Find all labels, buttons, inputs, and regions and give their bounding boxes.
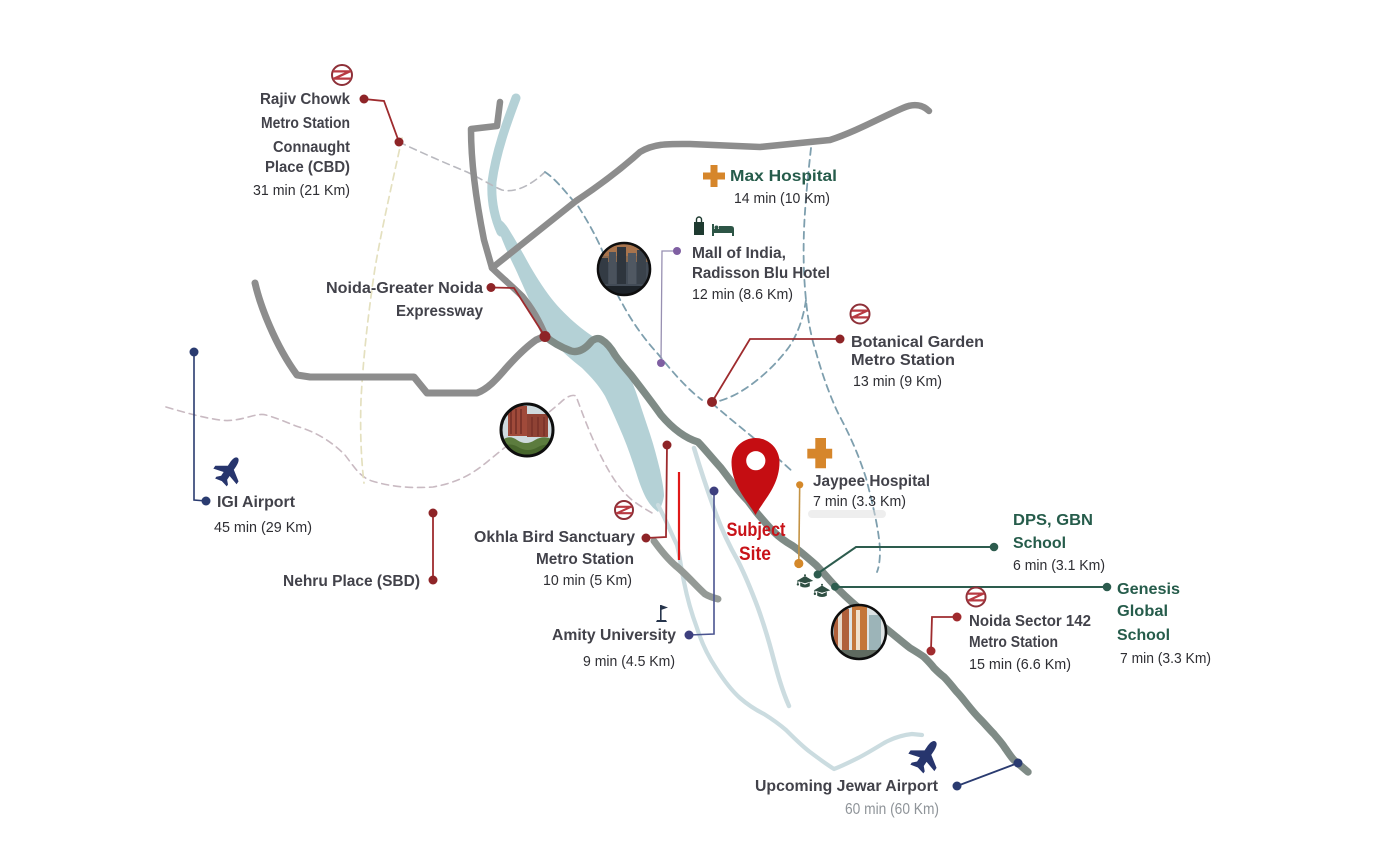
svg-text:School: School	[1117, 627, 1170, 644]
svg-text:Jaypee Hospital: Jaypee Hospital	[813, 473, 930, 490]
svg-text:Amity University: Amity University	[552, 627, 676, 644]
svg-text:Genesis: Genesis	[1117, 581, 1180, 598]
svg-text:60 min (60 Km): 60 min (60 Km)	[845, 801, 939, 818]
svg-text:14 min (10 Km): 14 min (10 Km)	[734, 190, 830, 207]
svg-text:Site: Site	[739, 544, 771, 565]
svg-text:DPS, GBN: DPS, GBN	[1013, 512, 1093, 529]
svg-text:Metro Station: Metro Station	[969, 634, 1058, 651]
svg-text:IGI Airport: IGI Airport	[217, 494, 296, 511]
svg-text:45 min (29 Km): 45 min (29 Km)	[214, 519, 312, 536]
svg-text:Expressway: Expressway	[396, 303, 483, 320]
svg-text:10 min (5 Km): 10 min (5 Km)	[543, 572, 632, 589]
svg-text:Connaught: Connaught	[273, 139, 351, 156]
svg-text:15 min (6.6 Km): 15 min (6.6 Km)	[969, 656, 1071, 673]
svg-text:Rajiv Chowk: Rajiv Chowk	[260, 91, 350, 108]
svg-text:Subject: Subject	[727, 520, 787, 541]
svg-text:12 min (8.6 Km): 12 min (8.6 Km)	[692, 286, 793, 303]
svg-text:Noida Sector 142: Noida Sector 142	[969, 613, 1091, 630]
svg-text:Global: Global	[1117, 603, 1168, 620]
svg-text:6 min (3.1 Km): 6 min (3.1 Km)	[1013, 557, 1105, 574]
svg-text:7 min (3.3 Km): 7 min (3.3 Km)	[813, 493, 906, 510]
svg-text:Okhla Bird Sanctuary: Okhla Bird Sanctuary	[474, 529, 635, 546]
svg-text:31 min (21 Km): 31 min (21 Km)	[253, 182, 350, 199]
svg-text:7 min (3.3 Km): 7 min (3.3 Km)	[1120, 650, 1211, 667]
svg-text:Nehru Place (SBD): Nehru Place (SBD)	[283, 573, 420, 590]
svg-text:Max Hospital: Max Hospital	[730, 168, 837, 185]
svg-text:Botanical Garden: Botanical Garden	[851, 334, 984, 351]
svg-text:Noida-Greater Noida: Noida-Greater Noida	[326, 280, 483, 297]
svg-text:Metro Station: Metro Station	[851, 352, 955, 369]
svg-text:9 min (4.5 Km): 9 min (4.5 Km)	[583, 653, 675, 670]
svg-text:13 min (9 Km): 13 min (9 Km)	[853, 373, 942, 390]
svg-text:Metro Station: Metro Station	[536, 551, 634, 568]
svg-text:Upcoming Jewar Airport: Upcoming Jewar Airport	[755, 778, 939, 795]
svg-text:Metro Station: Metro Station	[261, 115, 350, 132]
svg-text:Radisson Blu Hotel: Radisson Blu Hotel	[692, 265, 830, 282]
svg-text:Place (CBD): Place (CBD)	[265, 159, 350, 176]
svg-text:Mall of India,: Mall of India,	[692, 245, 786, 262]
svg-text:School: School	[1013, 535, 1066, 552]
